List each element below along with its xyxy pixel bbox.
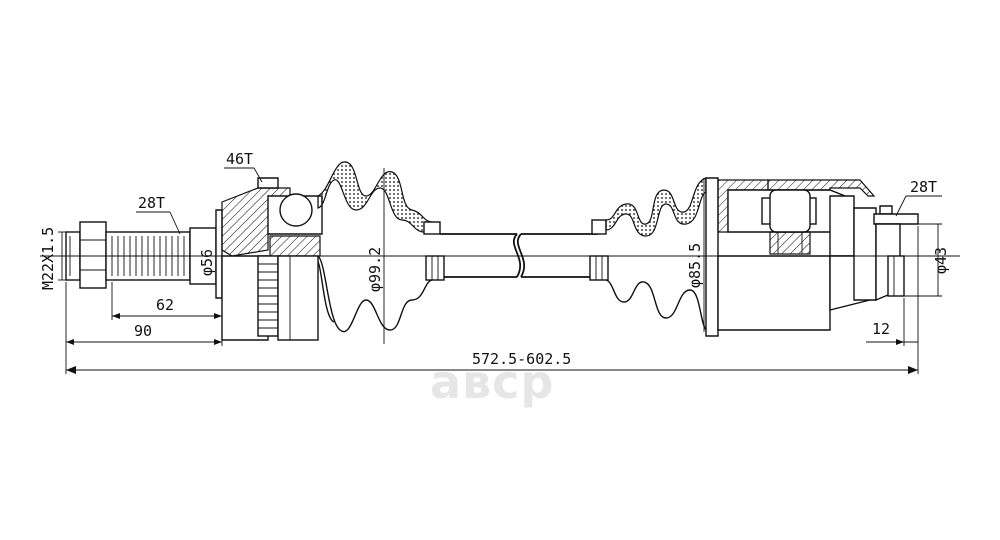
thread-label: M22X1.5 <box>39 227 57 290</box>
outer-cv-joint <box>215 177 323 341</box>
dim-dia-56: φ56 <box>198 224 217 296</box>
dim-thread: M22X1.5 <box>39 227 66 290</box>
dim-dia-43: φ43 <box>904 223 950 297</box>
dia-85-label: φ85.5 <box>686 243 704 288</box>
dim-dia-99: φ99.2 <box>366 168 385 344</box>
inner-cv-joint <box>705 177 919 337</box>
left-boot <box>317 161 445 333</box>
dim-12: 12 <box>866 226 919 346</box>
spline-outer-callout: 28T <box>136 194 181 235</box>
total-length-label: 572.5-602.5 <box>472 350 571 368</box>
nut <box>65 221 107 289</box>
abs-ring-label: 46T <box>226 150 253 168</box>
len-12-label: 12 <box>872 320 890 338</box>
len-62-label: 62 <box>156 296 174 314</box>
dia-99-label: φ99.2 <box>366 247 384 292</box>
len-90-label: 90 <box>134 322 152 340</box>
dim-62: 62 <box>111 282 223 320</box>
dia-56-label: φ56 <box>198 249 216 276</box>
spline-outer-label: 28T <box>138 194 165 212</box>
abs-ring-callout: 46T <box>224 150 263 183</box>
dim-total-length: 572.5-602.5 <box>65 346 919 374</box>
brand-watermark: авср <box>430 355 554 409</box>
right-boot <box>589 177 707 331</box>
dim-90: 90 <box>65 282 223 346</box>
dia-43-label: φ43 <box>932 247 950 274</box>
shaft <box>440 233 598 278</box>
dim-dia-85: φ85.5 <box>686 178 705 332</box>
spline-inner-callout: 28T <box>895 178 942 217</box>
spline-inner-label: 28T <box>910 178 937 196</box>
